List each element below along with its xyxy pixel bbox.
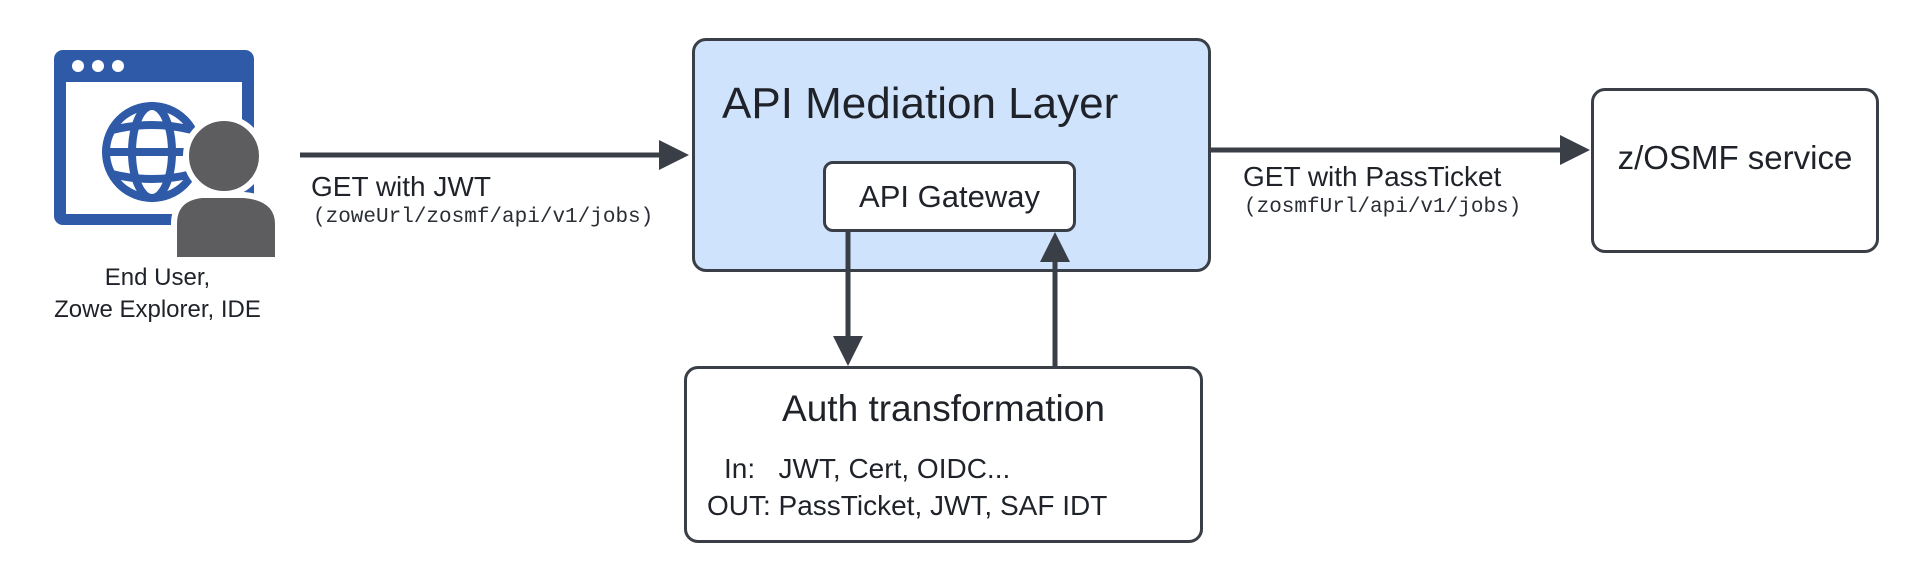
end-user-label-line1: End User, — [104, 264, 211, 291]
auth-transformation-box — [684, 366, 1203, 543]
end-user-label-line2: Zowe Explorer, IDE — [54, 296, 261, 323]
request-edge-path: (zoweUrl/zosmf/api/v1/jobs) — [313, 206, 654, 229]
window-dot — [112, 60, 124, 72]
end-user-icon — [52, 48, 297, 268]
auth-transformation-title: Auth transformation — [782, 388, 1105, 429]
auth-output-list: OUT: PassTicket, JWT, SAF IDT — [707, 490, 1108, 521]
api-gateway-label: API Gateway — [859, 178, 1040, 214]
window-dot — [72, 60, 84, 72]
person-icon — [171, 115, 281, 263]
end-user-label: End User, Zowe Explorer, IDE — [20, 262, 295, 326]
request-edge-label: GET with JWT — [311, 171, 491, 202]
zosmf-service-box — [1591, 88, 1879, 253]
forward-edge-label: GET with PassTicket — [1243, 161, 1502, 192]
browser-user-icon — [54, 50, 281, 263]
api-mediation-layer-box — [692, 38, 1211, 272]
api-mediation-layer-title: API Mediation Layer — [722, 79, 1119, 128]
window-dot — [92, 60, 104, 72]
api-gateway-box — [823, 161, 1076, 232]
forward-edge-path: (zosmfUrl/api/v1/jobs) — [1244, 196, 1522, 219]
zosmf-service-label: z/OSMF service — [1617, 139, 1853, 176]
auth-input-list: In: JWT, Cert, OIDC... — [724, 453, 1011, 484]
